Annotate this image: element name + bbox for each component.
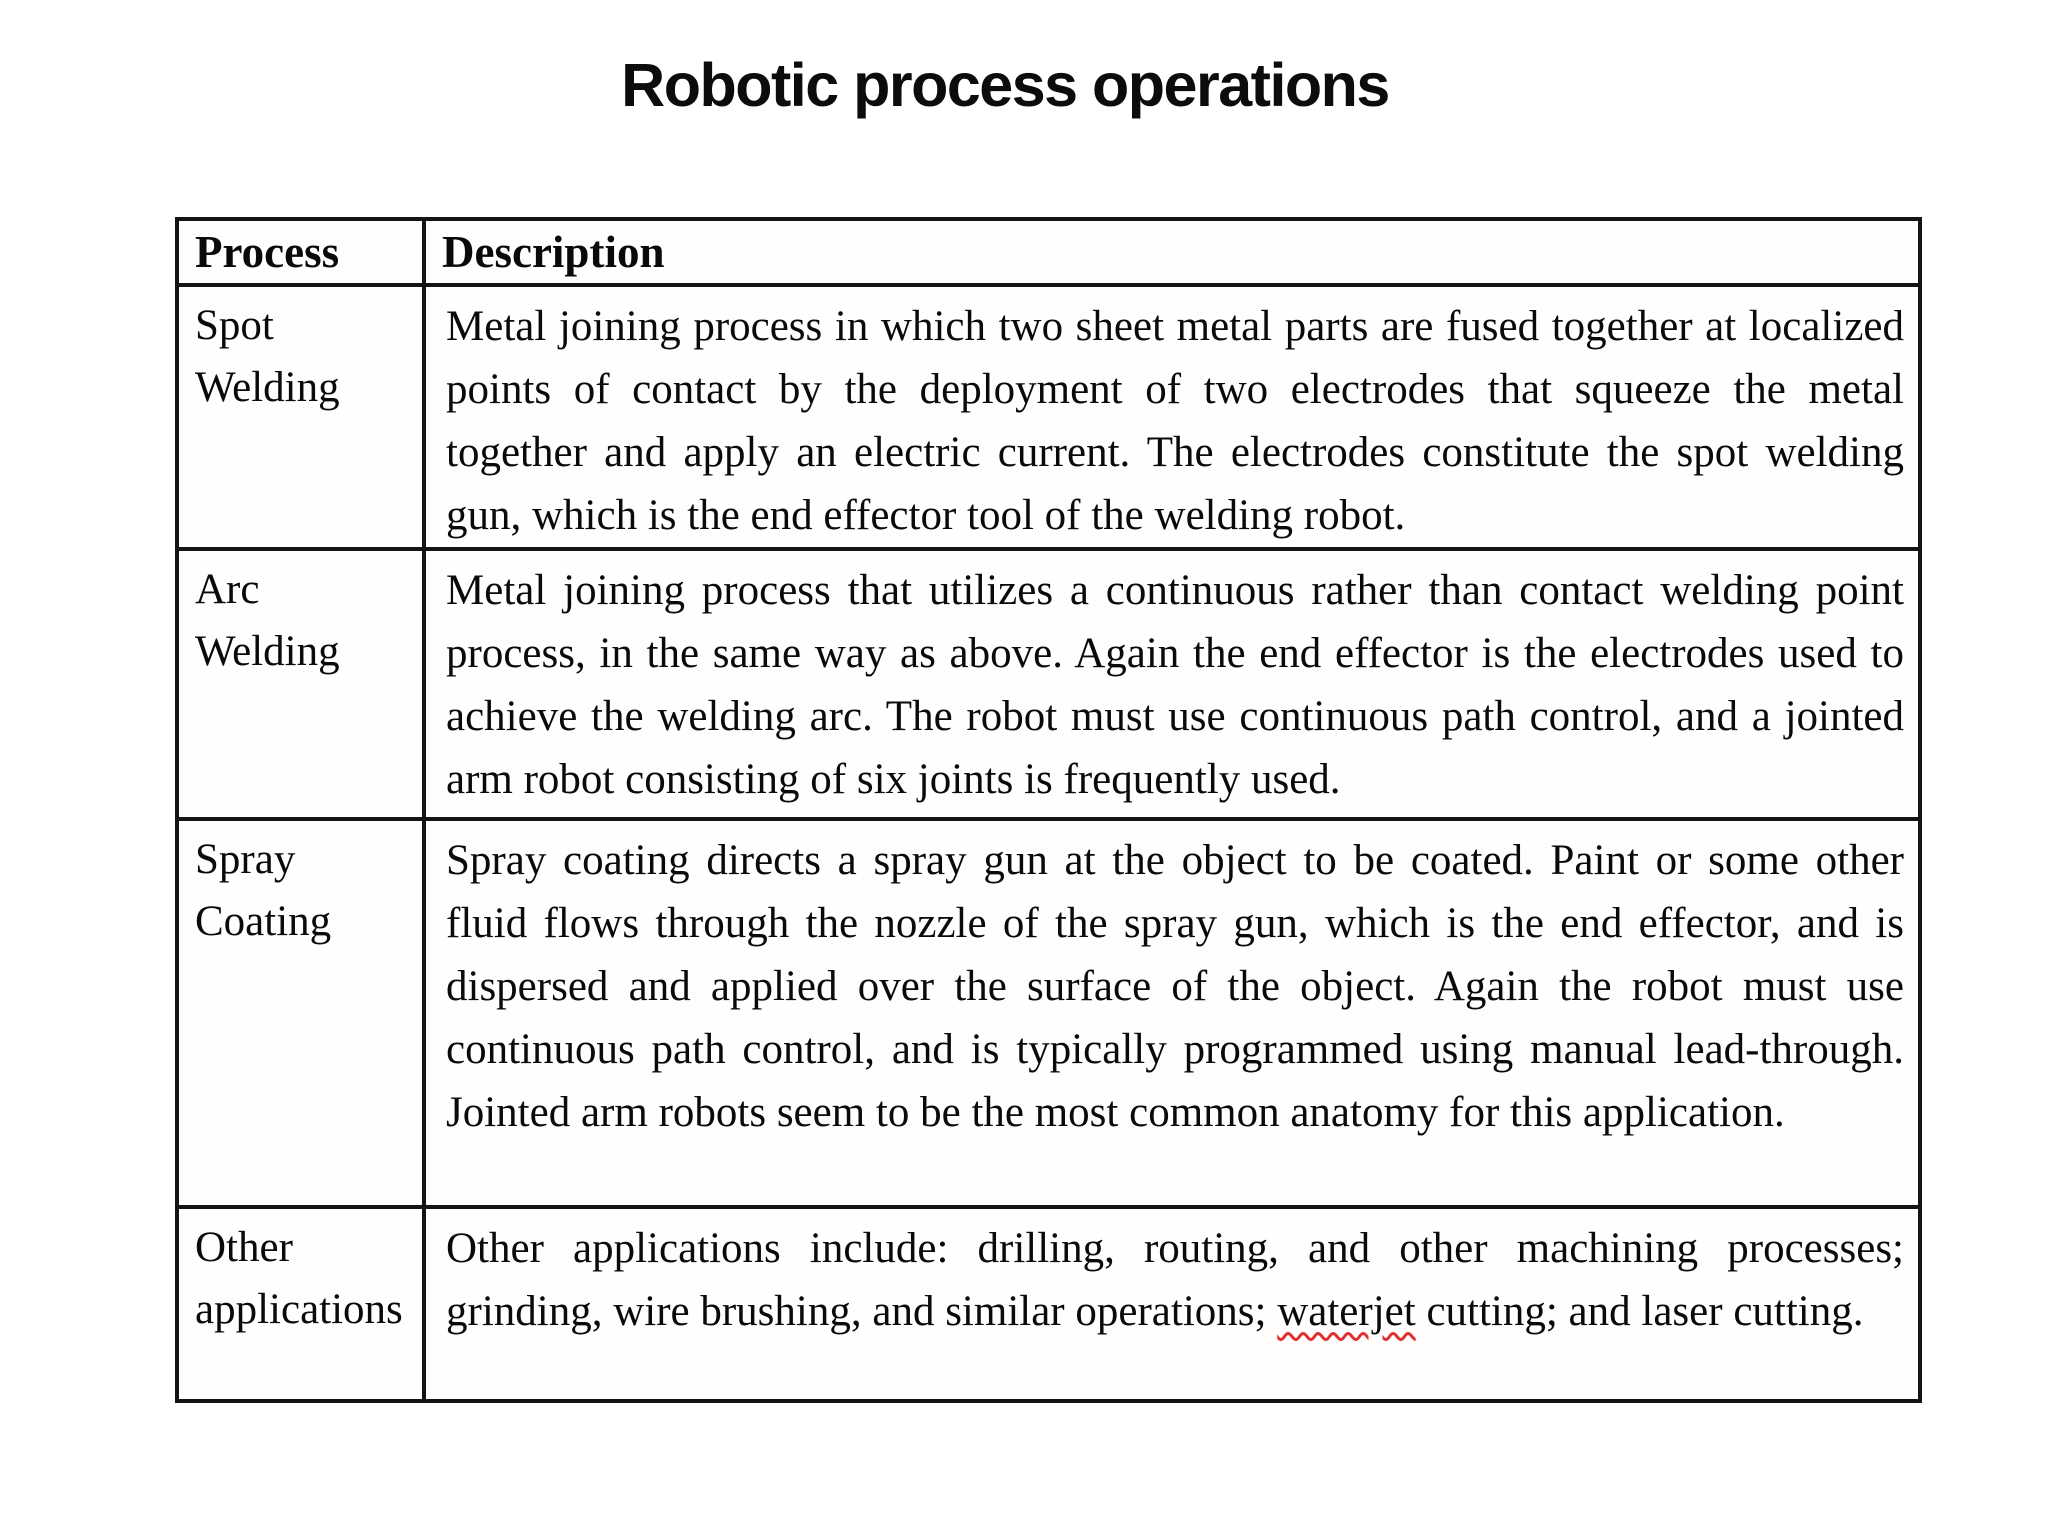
table-header-row: Process Description (175, 217, 1922, 287)
process-cell-other-applications: Other applications (175, 1205, 426, 1403)
process-cell-spray-coating: Spray Coating (175, 817, 426, 1209)
misspelled-word-waterjet: waterjet (1277, 1288, 1416, 1335)
process-cell-arc-welding: Arc Welding (175, 547, 426, 821)
column-header-description: Description (422, 217, 1922, 287)
page-title: Robotic process operations (621, 51, 1390, 119)
table-row-spot-welding: Spot Welding Metal joining process in wh… (175, 283, 1922, 551)
description-cell-spray-coating: Spray coating directs a spray gun at the… (422, 817, 1922, 1209)
table-row-spray-coating: Spray Coating Spray coating directs a sp… (175, 817, 1922, 1209)
table-row-arc-welding: Arc Welding Metal joining process that u… (175, 547, 1922, 821)
description-text-after: cutting; and laser cutting. (1415, 1288, 1864, 1335)
description-cell-arc-welding: Metal joining process that utilizes a co… (422, 547, 1922, 821)
description-cell-other-applications: Other applications include: drilling, ro… (422, 1205, 1922, 1403)
description-cell-spot-welding: Metal joining process in which two sheet… (422, 283, 1922, 551)
column-header-process: Process (175, 217, 426, 287)
process-operations-table: Process Description Spot Welding Metal j… (175, 217, 1922, 1403)
description-text-before: Other applications include: drilling, ro… (446, 1225, 1904, 1335)
process-cell-spot-welding: Spot Welding (175, 283, 426, 551)
table-row-other-applications: Other applications Other applications in… (175, 1205, 1922, 1403)
